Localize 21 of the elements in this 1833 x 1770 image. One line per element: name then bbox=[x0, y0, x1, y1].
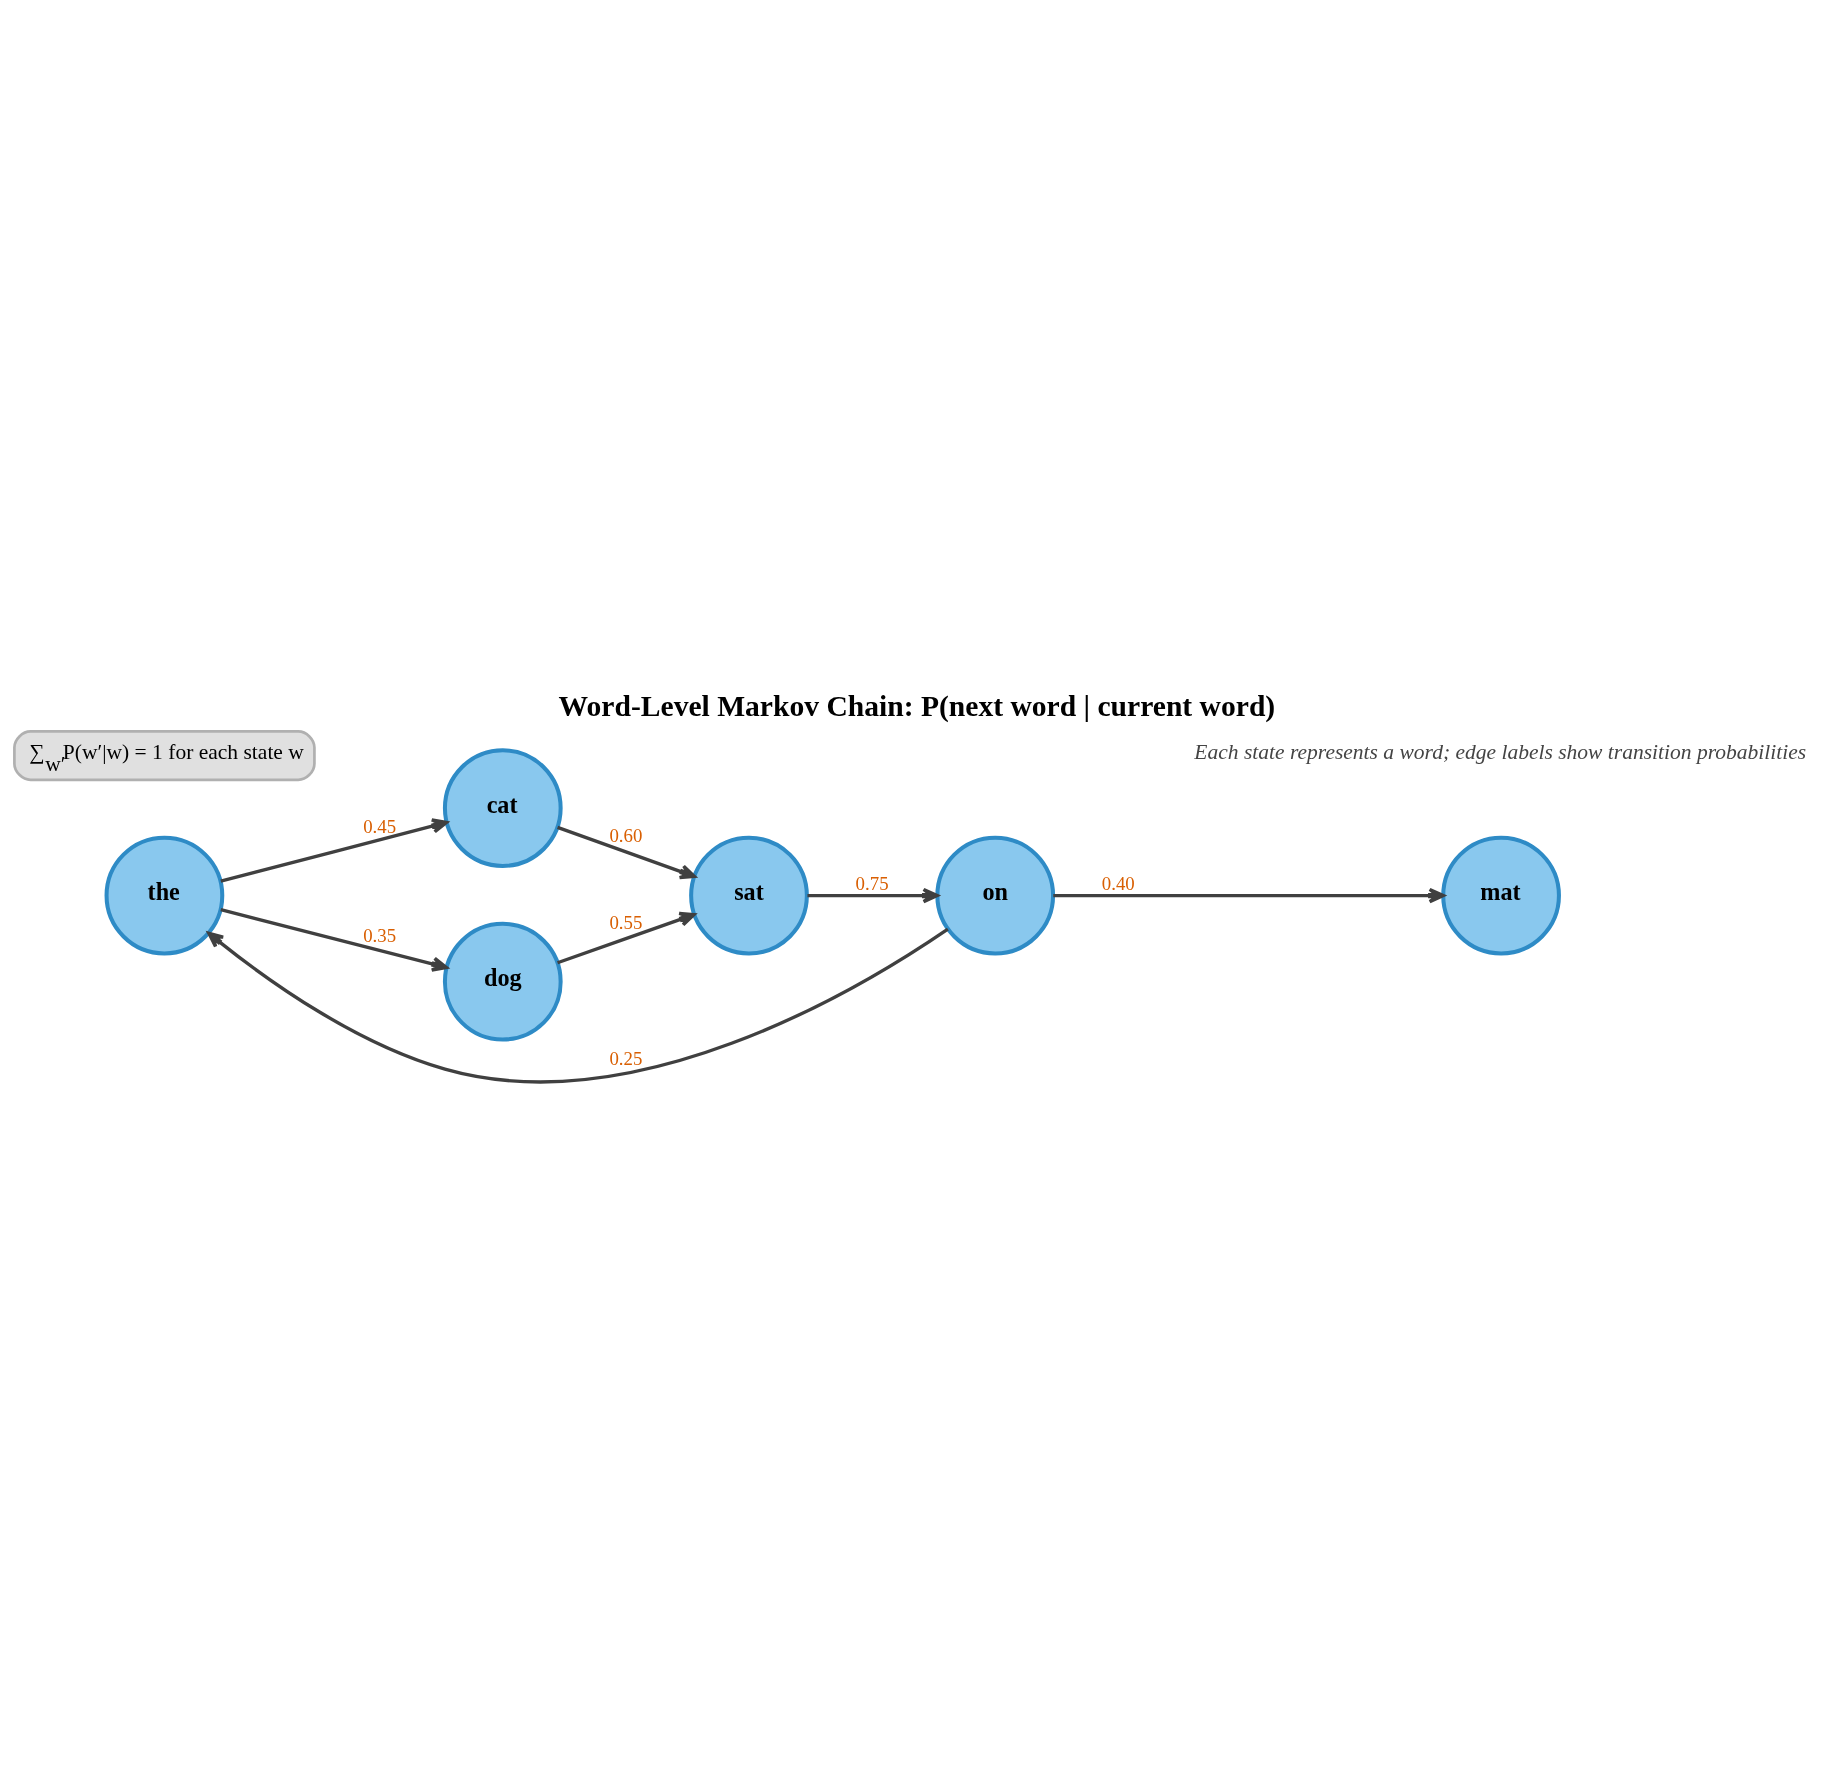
edge-label: 0.45 bbox=[363, 815, 397, 837]
diagram-title: Word-Level Markov Chain: P(next word | current word) bbox=[558, 689, 1276, 722]
node-circle: sat bbox=[689, 835, 809, 955]
node-circle: dog bbox=[442, 921, 563, 1042]
caption: Each state represents a word; edge labels show transition probabilities bbox=[1194, 739, 1807, 764]
node-circle: on bbox=[935, 835, 1056, 955]
edge-label: 0.60 bbox=[609, 824, 643, 846]
arrow bbox=[557, 911, 696, 964]
edge-label: 0.25 bbox=[609, 1047, 643, 1069]
node-circle: mat bbox=[1441, 835, 1561, 955]
arrow bbox=[807, 887, 939, 903]
arrow bbox=[220, 907, 449, 972]
arrow bbox=[207, 927, 949, 1083]
node-circle: cat bbox=[442, 747, 563, 868]
arrow bbox=[220, 817, 449, 883]
edge-label: 0.75 bbox=[855, 872, 889, 894]
edge-label: 0.35 bbox=[363, 924, 397, 946]
edge-label: 0.55 bbox=[609, 911, 643, 933]
arrow bbox=[1053, 887, 1445, 903]
edge-label: 0.40 bbox=[1101, 872, 1135, 894]
arrow bbox=[557, 825, 696, 879]
